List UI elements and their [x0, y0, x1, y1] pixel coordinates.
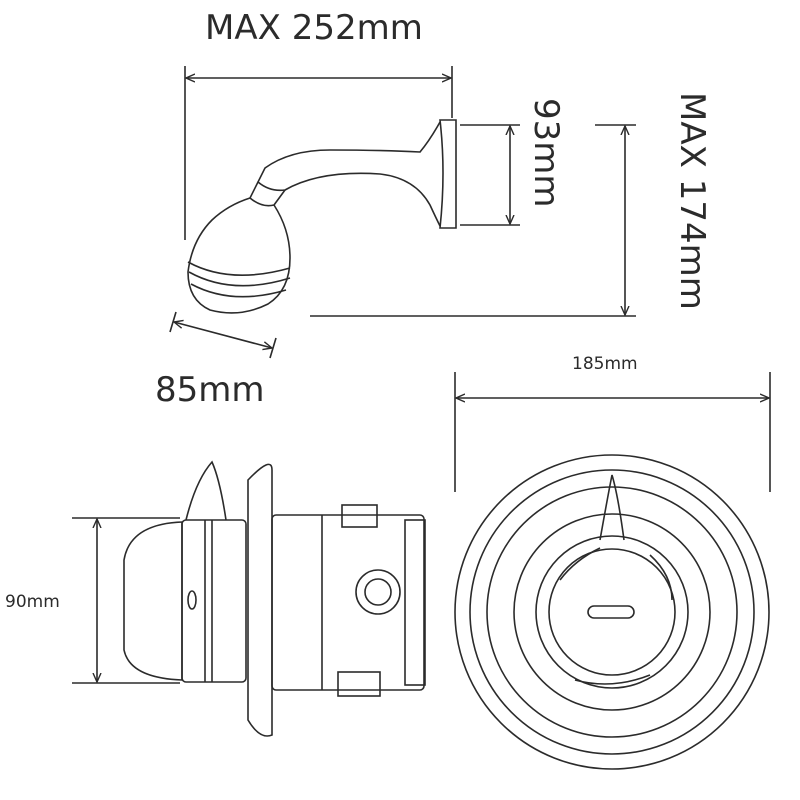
valve-height-dimension-line [72, 517, 180, 684]
flange-height-dimension-line [460, 124, 520, 226]
head-diameter-dimension-line [169, 311, 277, 359]
head-diameter-label: 85mm [155, 370, 265, 410]
overall-length-label: MAX 252mm [205, 8, 423, 48]
plate-diameter-dimension-line [454, 372, 771, 492]
valve-front-view [454, 454, 770, 770]
height-dimension-line [310, 124, 636, 317]
overall-height-label: MAX 174mm [672, 92, 712, 310]
valve-side-view [123, 460, 426, 737]
length-dimension-line [184, 66, 453, 240]
shower-head-drawing [187, 119, 457, 314]
plate-diameter-label: 185mm [572, 354, 638, 374]
valve-height-label: 90mm [5, 592, 60, 612]
arm-flange-height-label: 93mm [526, 98, 566, 208]
